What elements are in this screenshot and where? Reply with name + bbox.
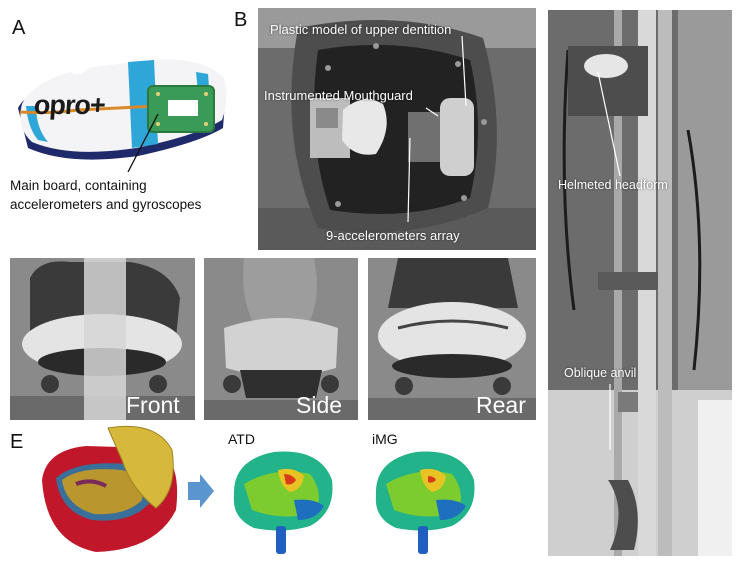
arrow-right-icon [188,474,214,508]
helmet-front-drawing [10,258,195,420]
brain-strain-img-image [366,440,480,558]
brain-atd-drawing [233,451,333,554]
drop-tower-photo: Helmeted headform Oblique anvil [548,10,732,556]
brain-strain-atd-image [224,440,338,558]
panel-letter-b: B [234,9,248,31]
helmet-front-photo: Front [10,258,195,420]
drop-tower-drawing [548,10,732,556]
panel-letter-e: E [10,431,24,453]
brain-label-img: iMG [372,431,398,447]
view-label-rear: Rear [476,392,526,418]
panel-letter-a: A [12,17,26,39]
fe-head-model-drawing [42,425,178,552]
helmet-side-drawing [204,258,358,420]
label-upper-dentition: Plastic model of upper dentition [270,22,452,37]
mouthguard-illustration [18,59,227,172]
mouthguard-headform-photo: Plastic model of upper dentition Instrum… [258,8,536,250]
brain-label-atd: ATD [228,431,255,447]
main-board-caption-line1: Main board, containing [10,178,147,193]
brand-logo: opro+ [32,90,106,120]
label-oblique-anvil: Oblique anvil [564,366,637,380]
helmet-rear-photo: Rear [368,258,536,420]
view-label-front: Front [126,392,180,418]
brain-img-drawing [375,451,475,554]
fe-head-model-image [36,420,186,558]
label-accelerometer-array: 9-accelerometers array [326,228,460,243]
mouthguard-image: opro+ [8,48,240,172]
label-instrumented-mouthguard: Instrumented Mouthguard [264,88,413,103]
label-helmeted-headform: Helmeted headform [558,178,668,192]
headform-photo-drawing [258,8,536,250]
main-board-caption-line2: accelerometers and gyroscopes [10,197,202,212]
helmet-rear-drawing [368,258,536,420]
helmet-side-photo: Side [204,258,358,420]
view-label-side: Side [296,392,343,418]
